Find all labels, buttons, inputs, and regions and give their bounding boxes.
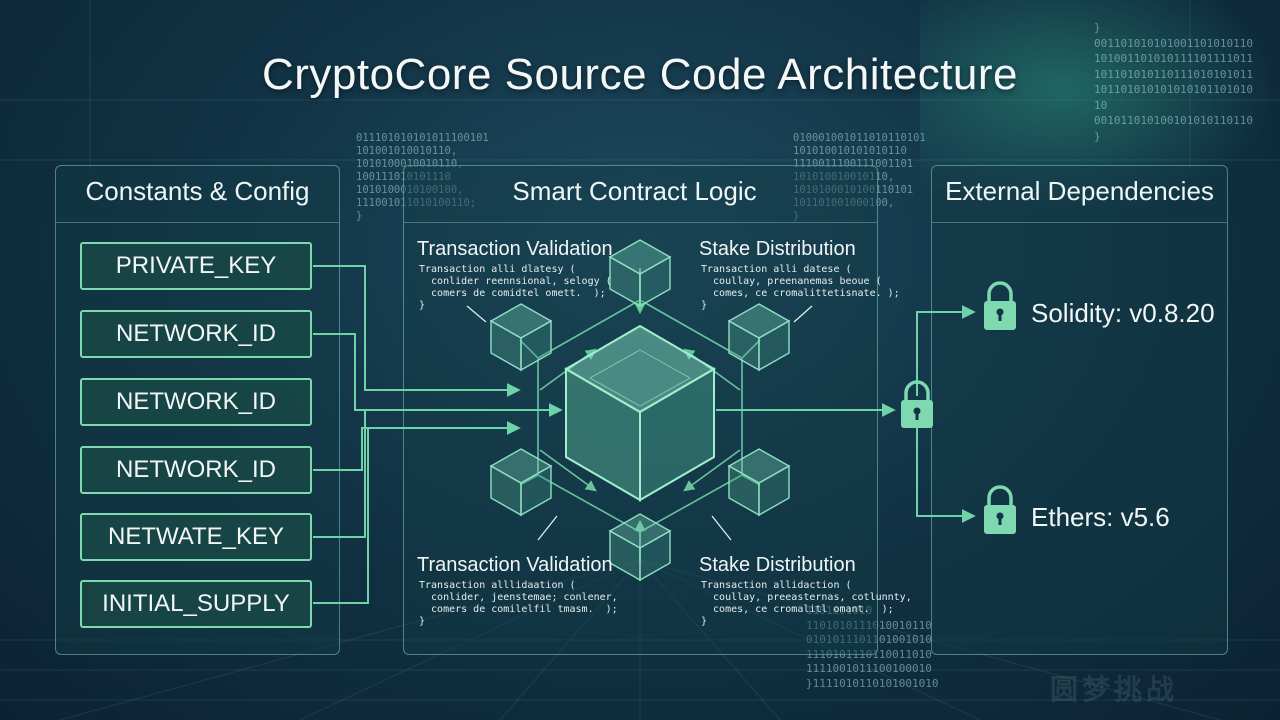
node-label-transaction-validation: Transaction Validation [417, 554, 613, 576]
central-cube [564, 324, 716, 502]
page-title: CryptoCore Source Code Architecture [261, 50, 1019, 99]
panel-title: External Dependencies [945, 176, 1214, 206]
cube-upper-left [489, 303, 553, 372]
binary-text: } 001101010101001101010110 1010011010101… [1094, 21, 1253, 143]
node-code: Transaction allidaction ( coullay, preea… [701, 580, 912, 627]
constant-item: NETWATE_KEY [80, 513, 312, 561]
node-label-stake-distribution: Stake Distribution [699, 238, 856, 260]
constant-item: NETWORK_ID [80, 446, 312, 494]
dependency-connectors [716, 305, 976, 523]
constant-item: INITIAL_SUPPLY [80, 580, 312, 628]
binary-text: 011101010101011100101 101001010010110, 1… [356, 132, 489, 222]
lock-icon [984, 485, 1016, 534]
background-glow [920, 0, 1280, 220]
binary-text: 010001001011010110101 101010010101010110… [793, 132, 926, 222]
cube-bottom [608, 513, 672, 582]
node-code: Transaction alli datese ( coullay, preen… [701, 264, 900, 311]
node-code: Transaction alllidaation ( conlider, jee… [419, 580, 618, 627]
constant-connectors [313, 265, 563, 604]
constant-item: NETWORK_ID [80, 310, 312, 358]
cube-upper-right [727, 303, 791, 372]
constant-item: NETWORK_ID [80, 378, 312, 426]
dependency-ethers: Ethers: v5.6 [1031, 502, 1170, 532]
panel-title: Constants & Config [85, 176, 310, 206]
panel-divider [932, 222, 1227, 223]
dependency-solidity: Solidity: v0.8.20 [1031, 298, 1215, 328]
small-cubes [489, 239, 791, 582]
cube-lower-left [489, 448, 553, 517]
node-code: Transaction alli dlatesy ( conlider reen… [419, 264, 612, 311]
watermark: 圆梦挑战 [1050, 674, 1179, 705]
panel-divider [404, 222, 877, 223]
cube-lower-right [727, 448, 791, 517]
cube-top [608, 239, 672, 308]
dependencies-panel: External Dependencies [931, 165, 1228, 655]
lock-icon [984, 281, 1016, 330]
node-label-transaction-validation: Transaction Validation [417, 238, 613, 260]
constants-panel: Constants & Config PRIVATE_KEY NETWORK_I… [55, 165, 340, 655]
panel-divider [56, 222, 339, 223]
constant-item: PRIVATE_KEY [80, 242, 312, 290]
node-label-stake-distribution: Stake Distribution [699, 554, 856, 576]
lock-icon [901, 380, 933, 428]
panel-title: Smart Contract Logic [512, 176, 757, 206]
